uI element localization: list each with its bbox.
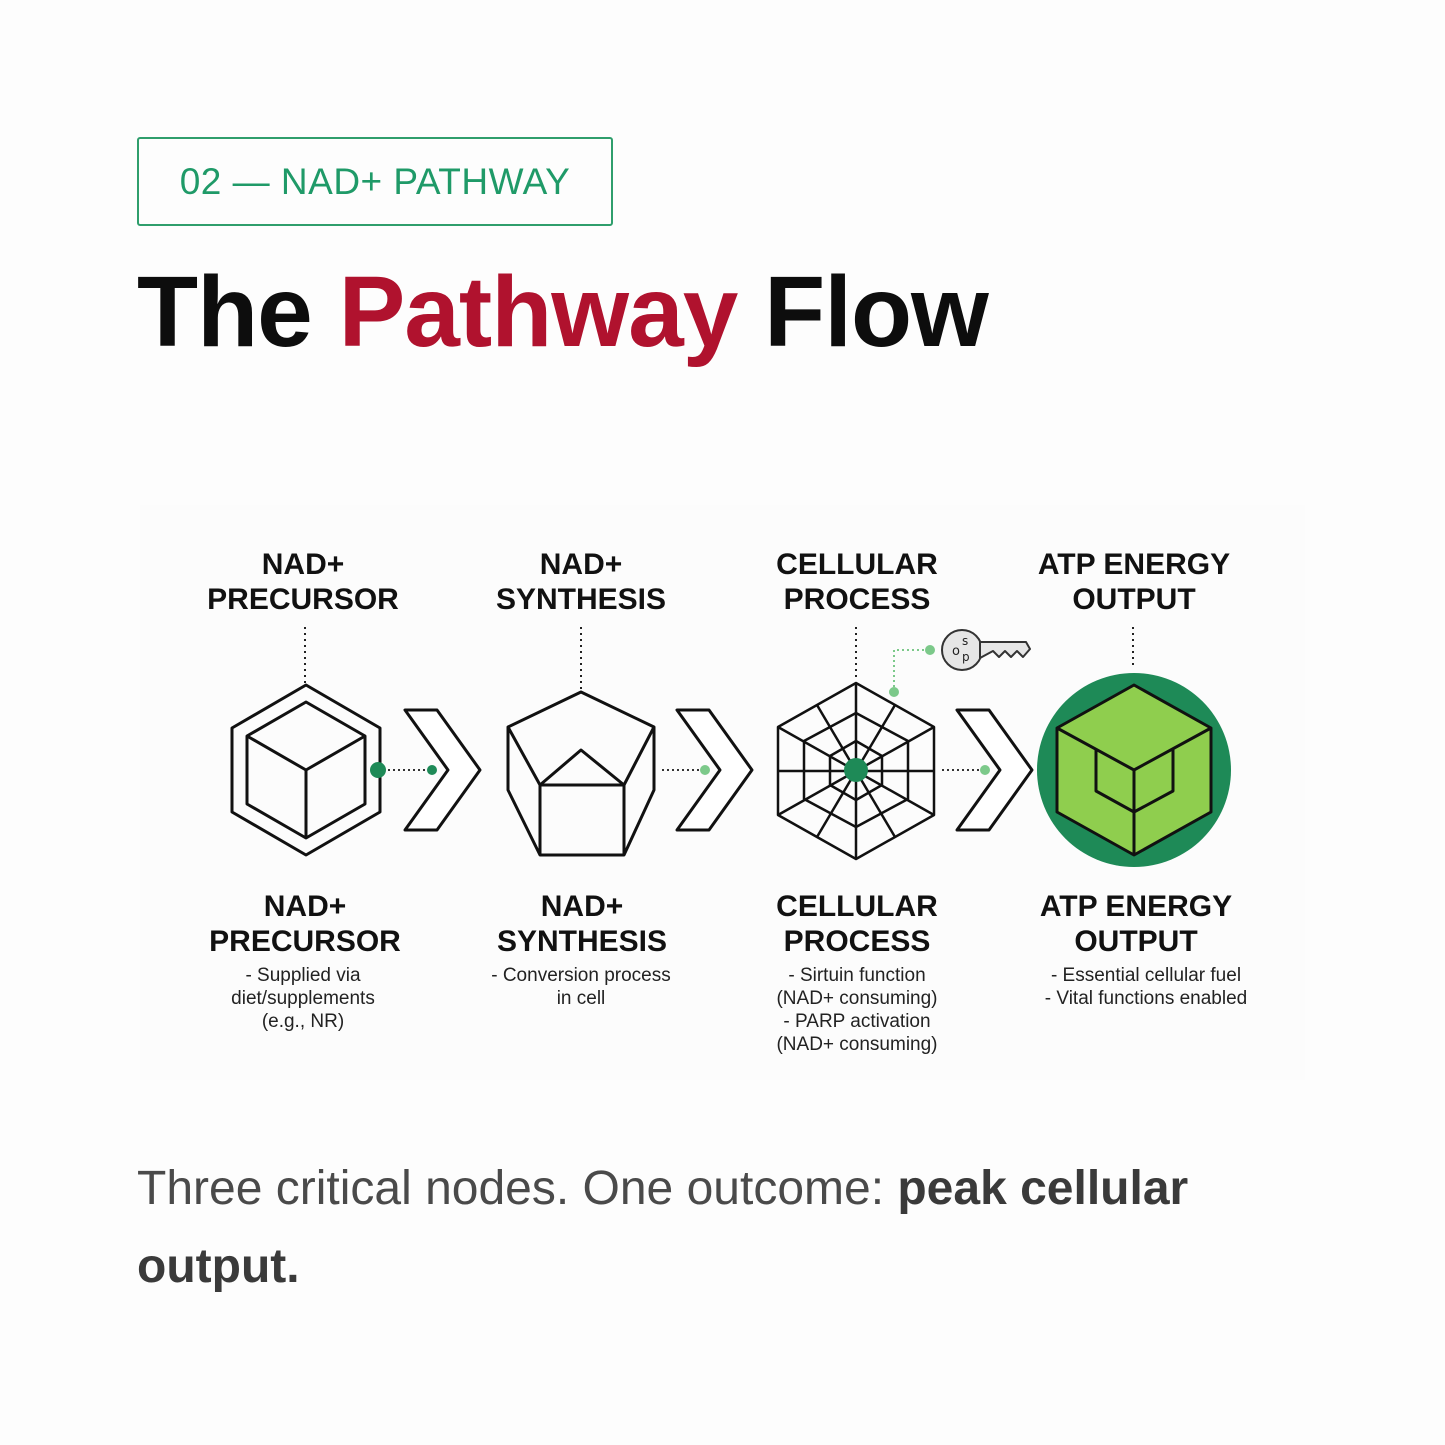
title-part-1: The bbox=[137, 256, 313, 368]
diagram-graphics: o s p bbox=[230, 627, 1231, 867]
key-callout-connector bbox=[889, 645, 935, 697]
connector-2 bbox=[662, 765, 710, 775]
process-core-dot bbox=[844, 758, 868, 782]
node-2-top-label: NAD+ SYNTHESIS bbox=[495, 548, 667, 616]
pathway-diagram: NAD+ PRECURSOR NAD+ SYNTHESIS CELLULAR P… bbox=[140, 505, 1305, 1080]
title-part-2: Flow bbox=[764, 256, 989, 368]
key-icon: o s p bbox=[941, 629, 1031, 671]
key-letter-s: s bbox=[962, 634, 968, 648]
caption-normal: Three critical nodes. One outcome: bbox=[137, 1162, 898, 1215]
chevron-arrow-3 bbox=[955, 708, 1034, 832]
node-3-bottom-label: CELLULAR PROCESS bbox=[776, 890, 938, 958]
caption-bold: peak cellular output. bbox=[137, 1162, 1189, 1293]
chevron-arrow-1 bbox=[403, 708, 482, 832]
section-tag: 02 — NAD+ PATHWAY bbox=[137, 137, 613, 226]
nested-hexagon-cube-icon bbox=[230, 683, 382, 857]
key-letter-p: p bbox=[962, 650, 970, 664]
chevron-arrow-2 bbox=[675, 708, 754, 832]
node-4-top-label: ATP ENERGY OUTPUT bbox=[1037, 548, 1231, 616]
node-3-description: - Sirtuin function (NAD+ consuming) - PA… bbox=[776, 965, 938, 1055]
node-1-bottom-label: NAD+ PRECURSOR bbox=[209, 890, 401, 958]
connector-1 bbox=[370, 762, 437, 778]
node-2-bottom-label: NAD+ SYNTHESIS bbox=[496, 890, 668, 958]
label-connectors bbox=[304, 627, 1134, 689]
caption: Three critical nodes. One outcome: peak … bbox=[137, 1150, 1317, 1306]
title-accent: Pathway bbox=[338, 256, 739, 368]
green-cube-circle-icon bbox=[1037, 673, 1231, 867]
connector-3 bbox=[942, 765, 990, 775]
key-letter-o: o bbox=[952, 644, 960, 659]
node-1-description: - Supplied via diet/supplements (e.g., N… bbox=[231, 965, 375, 1032]
node-3-top-label: CELLULAR PROCESS bbox=[776, 548, 938, 616]
node-4-description: - Essential cellular fuel - Vital functi… bbox=[1044, 965, 1248, 1009]
node-1-top-label: NAD+ PRECURSOR bbox=[207, 548, 399, 616]
node-4-bottom-label: ATP ENERGY OUTPUT bbox=[1039, 890, 1233, 958]
pentagon-prism-icon bbox=[506, 690, 656, 857]
page-title: The Pathway Flow bbox=[137, 252, 989, 372]
node-2-description: - Conversion process in cell bbox=[491, 965, 671, 1009]
